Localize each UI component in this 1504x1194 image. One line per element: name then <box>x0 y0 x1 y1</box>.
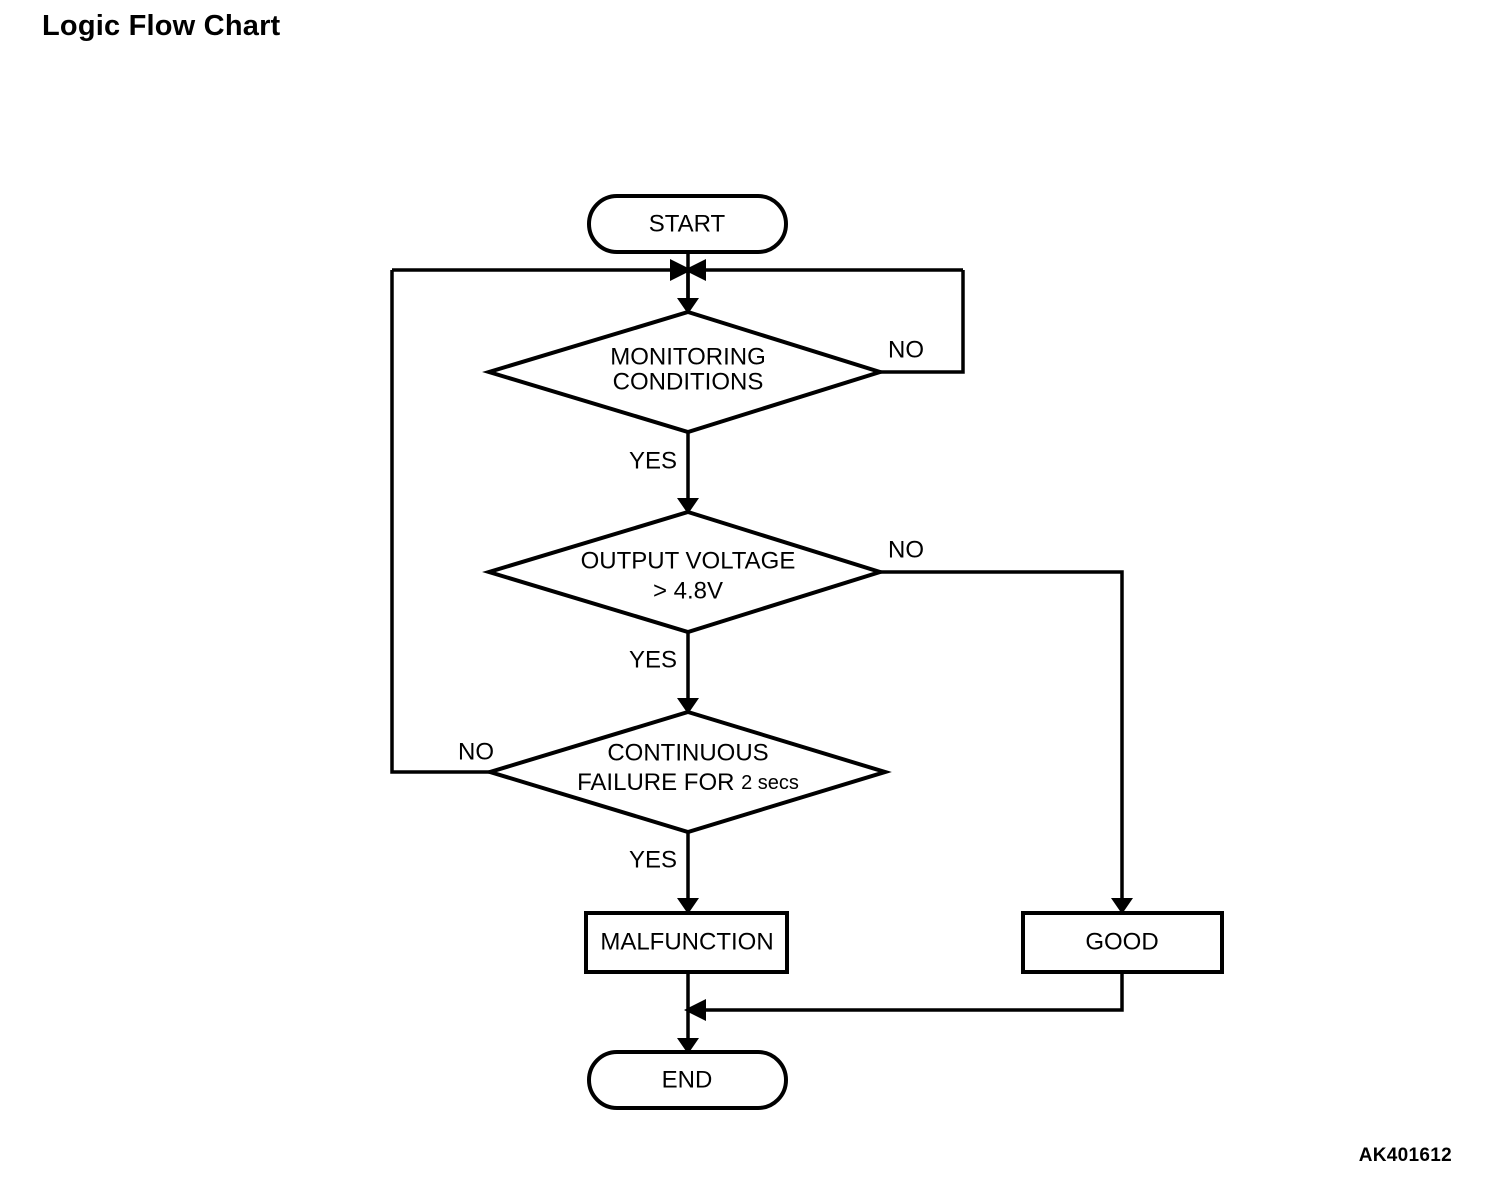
reference-code: AK401612 <box>1358 1145 1452 1166</box>
arrow-into-malfunction <box>677 898 699 914</box>
edge-voltage-yes: YES <box>629 632 699 714</box>
node-end[interactable]: END <box>587 1050 788 1110</box>
arrow-into-good <box>1111 898 1133 914</box>
continuous-label-line2: FAILURE FOR 2 secs <box>577 769 799 796</box>
merge-bar-top <box>392 259 963 281</box>
edge-continuous-yes-label: YES <box>629 846 677 873</box>
arrow-merge-left <box>684 999 706 1021</box>
node-start[interactable]: START <box>587 194 788 254</box>
continuous-label-line2a: FAILURE FOR <box>577 769 741 796</box>
edge-malfunction-to-end <box>677 972 699 1054</box>
arrow-into-end <box>677 1038 699 1054</box>
end-shape <box>587 1050 788 1110</box>
end-label: END <box>662 1066 713 1093</box>
node-monitoring-conditions[interactable]: MONITORING CONDITIONS <box>482 309 887 435</box>
arrow-into-continuous <box>677 698 699 714</box>
continuous-label-line2b: 2 secs <box>741 772 799 794</box>
monitoring-label-line1: MONITORING <box>610 343 766 370</box>
monitoring-label-line2: CONDITIONS <box>613 368 764 395</box>
edge-voltage-no: NO <box>880 536 1133 914</box>
edge-continuous-no-path <box>390 270 490 774</box>
page-title: Logic Flow Chart <box>42 10 281 42</box>
edge-continuous-no: NO <box>390 270 494 774</box>
arrow-into-voltage <box>677 498 699 514</box>
voltage-label-line2: > 4.8V <box>653 577 723 604</box>
edge-voltage-no-path <box>880 570 1124 900</box>
edge-monitoring-yes: YES <box>629 432 699 514</box>
edge-continuous-yes: YES <box>629 832 699 914</box>
malfunction-label: MALFUNCTION <box>600 928 773 955</box>
good-label: GOOD <box>1085 928 1158 955</box>
edge-monitoring-yes-label: YES <box>629 447 677 474</box>
edge-voltage-no-label: NO <box>888 536 924 563</box>
edge-junction-to-monitoring <box>677 270 699 314</box>
edge-good-to-merge <box>684 972 1124 1021</box>
edge-good-merge-path <box>706 972 1124 1012</box>
node-malfunction[interactable]: MALFUNCTION <box>584 911 789 974</box>
edge-voltage-yes-label: YES <box>629 646 677 673</box>
edge-monitoring-no: NO <box>880 270 965 374</box>
node-output-voltage[interactable]: OUTPUT VOLTAGE > 4.8V <box>482 509 887 635</box>
voltage-label-line1: OUTPUT VOLTAGE <box>581 547 796 574</box>
merge-arrow-from-left <box>670 259 692 281</box>
start-label: START <box>649 210 726 237</box>
arrow-into-monitoring <box>677 298 699 314</box>
edge-monitoring-no-label: NO <box>888 336 924 363</box>
node-good[interactable]: GOOD <box>1021 911 1224 974</box>
node-continuous-failure[interactable]: CONTINUOUS FAILURE FOR 2 secs <box>483 709 892 835</box>
merge-arrow-from-right <box>684 259 706 281</box>
edge-monitoring-no-path <box>880 270 965 374</box>
edge-continuous-no-label: NO <box>458 738 494 765</box>
continuous-label-line1: CONTINUOUS <box>607 739 768 766</box>
